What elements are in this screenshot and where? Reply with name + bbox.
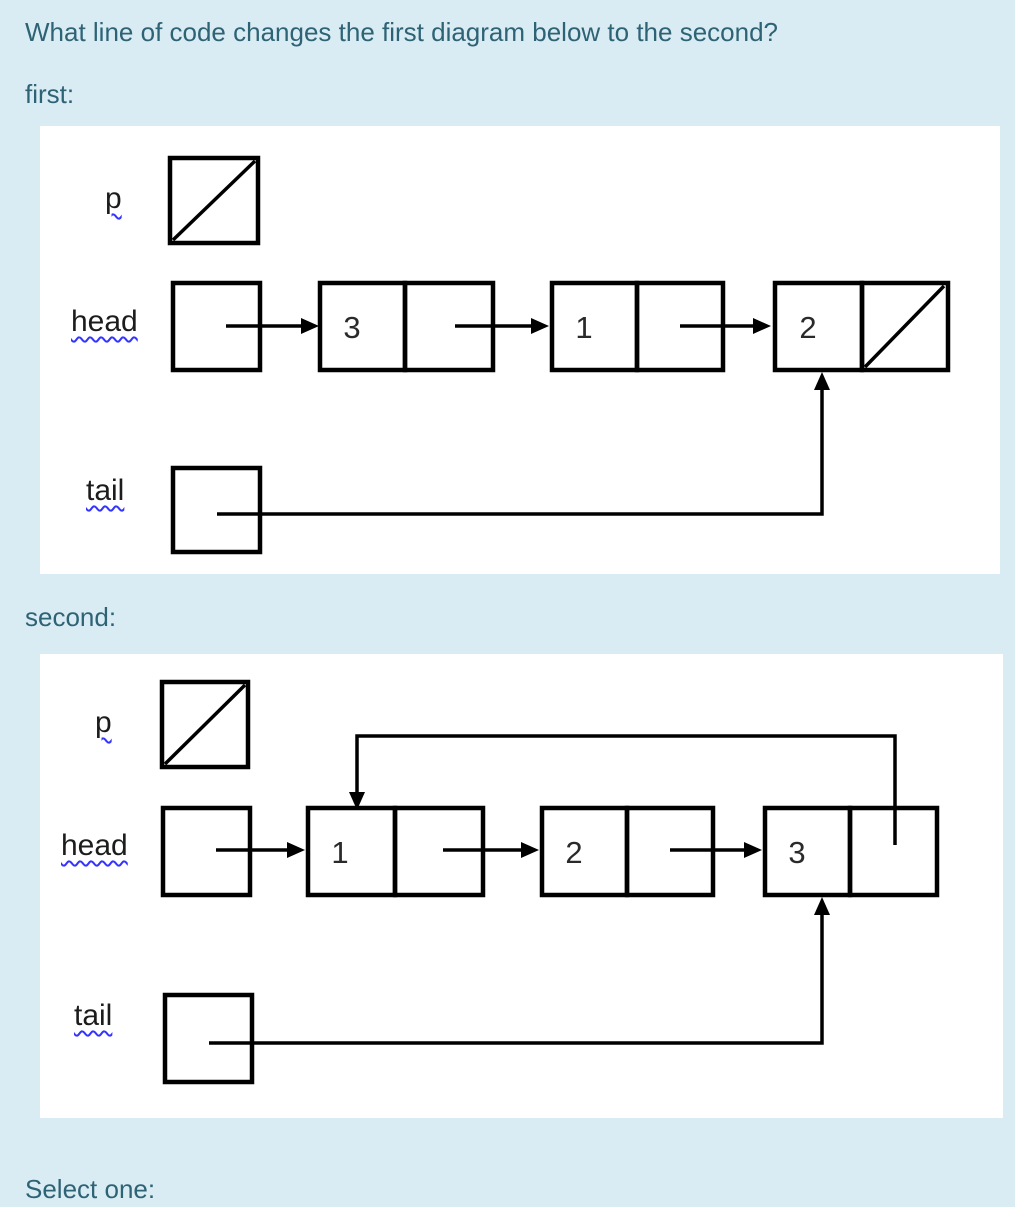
- tail-pointer-label: tail: [86, 474, 125, 507]
- tail-arrow-head: [814, 372, 830, 390]
- node-3-value-cell: [772, 280, 865, 373]
- node-3-value: 3: [788, 835, 805, 870]
- tail-arrow-head: [814, 897, 830, 915]
- node-2-value: 1: [575, 310, 592, 345]
- tail-box: [162, 992, 255, 1085]
- head-pointer-label: head: [61, 829, 128, 862]
- node-3-value-cell: [762, 805, 853, 898]
- tail-pointer: [162, 897, 830, 1085]
- node-3: 2: [772, 280, 951, 373]
- node-2-next-arrow-head: [744, 842, 762, 858]
- head-arrow-head: [301, 318, 319, 334]
- p-null-box: [167, 155, 261, 246]
- second-diagram-panel: p head tail 1 2: [40, 654, 1003, 1118]
- first-linked-list-diagram: 3 1 2: [167, 155, 951, 555]
- head-pointer: [170, 280, 319, 373]
- node-3-null-slash: [863, 284, 946, 369]
- node-2-value-cell: [539, 805, 630, 898]
- node-3-backlink-arrow-head: [349, 792, 365, 810]
- node-1: 1: [305, 805, 539, 898]
- node-1-value: 3: [343, 310, 360, 345]
- node-2-next-arrow-head: [753, 318, 771, 334]
- p-null-box: [159, 679, 251, 770]
- p-null-slash: [171, 159, 257, 242]
- tail-arrow-line: [209, 913, 824, 1045]
- tail-box: [170, 465, 263, 555]
- node-2-value: 2: [565, 835, 582, 870]
- node-2: 2: [539, 805, 762, 898]
- node-3-value: 2: [799, 310, 816, 345]
- p-box: [167, 155, 261, 246]
- second-diagram-caption: second:: [25, 602, 117, 632]
- node-1-value-cell: [317, 280, 408, 373]
- node-1-next-arrow-head: [521, 842, 539, 858]
- node-1-next-arrow-head: [531, 318, 549, 334]
- select-one-prompt: Select one:: [25, 1174, 156, 1204]
- p-null-slash: [163, 683, 247, 766]
- node-1-value-cell: [305, 805, 398, 898]
- p-pointer-label: p: [105, 182, 122, 215]
- node-1-value: 1: [331, 835, 348, 870]
- tail-arrow-line: [217, 388, 824, 516]
- first-diagram-panel: p head tail 3 1: [40, 126, 1000, 574]
- p-box: [159, 679, 251, 770]
- head-arrow-head: [287, 842, 305, 858]
- node-1: 3: [317, 280, 549, 373]
- tail-pointer-label: tail: [74, 999, 113, 1032]
- node-3: 3: [349, 734, 940, 898]
- node-3-backlink-line: [355, 734, 897, 845]
- p-pointer-label: p: [95, 706, 112, 739]
- head-pointer: [160, 805, 305, 898]
- head-pointer-label: head: [71, 305, 138, 338]
- question-title: What line of code changes the first diag…: [25, 17, 778, 47]
- node-3-next-cell: [859, 280, 951, 373]
- tail-pointer: [170, 372, 830, 555]
- node-2-value-cell: [549, 280, 640, 373]
- first-diagram-caption: first:: [25, 79, 75, 109]
- second-linked-list-diagram: 1 2 3: [159, 679, 940, 1085]
- node-2: 1: [549, 280, 771, 373]
